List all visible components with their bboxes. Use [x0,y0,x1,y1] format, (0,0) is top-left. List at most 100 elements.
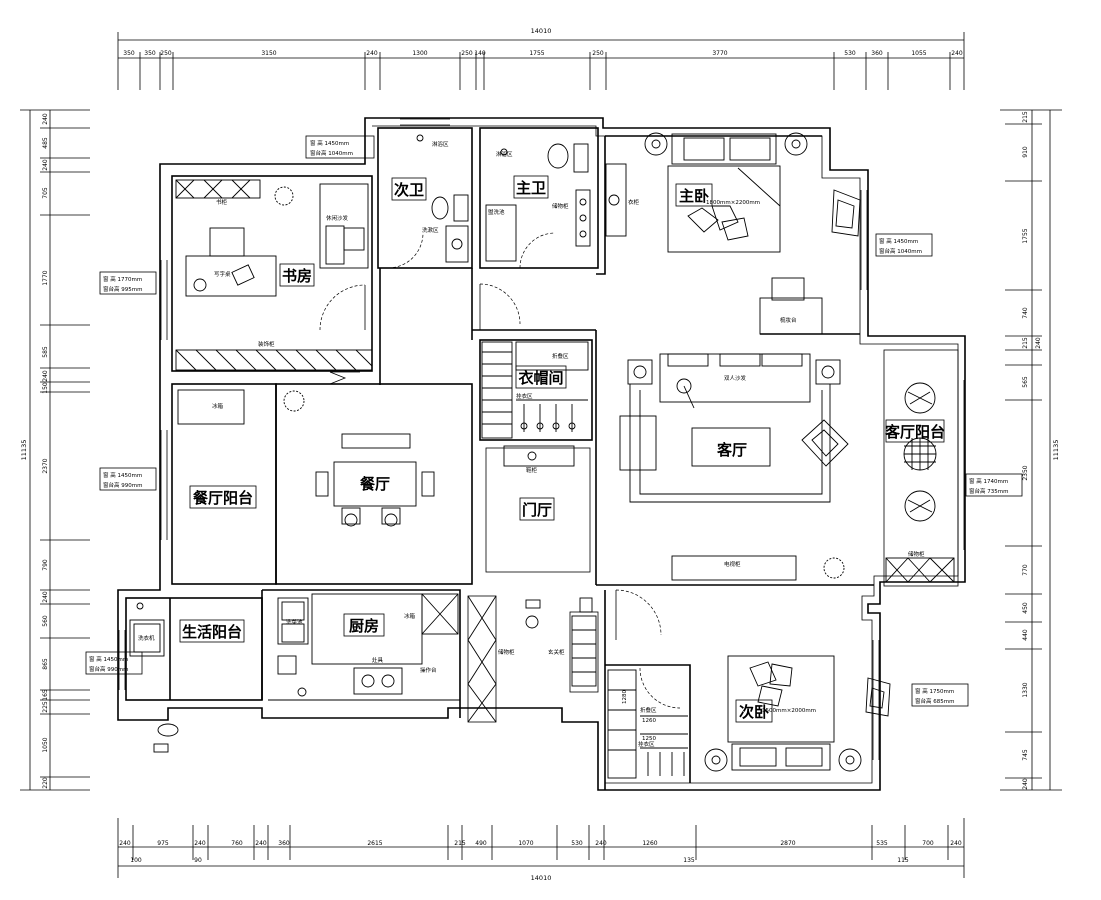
left-dim: 790 [42,559,49,571]
right-dim: 440 [1022,629,1029,641]
label-bath2-shower: 淋浴区 [432,140,449,148]
label-study-cabinet: 装饰柜 [258,340,275,348]
top-dim: 250 [160,50,172,57]
window-sill: 窗台高 990mm [103,481,142,489]
left-dim: 225 [42,701,49,713]
window-height: 窗 高 1770mm [103,275,142,283]
room-master-bath: 主卫 [516,179,546,197]
left-dim: 2370 [42,458,49,473]
second-bedroom-wall [605,664,691,783]
top-dim: 1755 [529,50,544,57]
right-dim: 770 [1022,564,1029,576]
bottom-dim: 2870 [780,840,795,847]
label-living-sofa: 双人沙发 [724,374,747,382]
bottom-dim: 215 [454,840,466,847]
window-note: 窗 高 1750mm 窗台高 685mm [911,683,969,707]
label-master-bed: 1800mm×2200mm [706,200,760,206]
room-kitchen: 厨房 [349,617,379,635]
right-dim: 2350 [1022,465,1029,480]
window-note: 窗 高 1450mm 窗台高 990mm [85,651,143,675]
left-dim: 585 [42,346,49,358]
right-total-dim: 11135 [1052,440,1060,461]
right-dim: 240 [1035,337,1042,349]
top-dim: 3770 [712,50,727,57]
top-dim: 240 [366,50,378,57]
window-sill: 窗台高 1040mm [310,149,353,157]
window-notes: 窗 高 1450mm 窗台高 1040mm 窗 高 1770mm 窗台高 995… [85,135,1023,707]
right-dim: 215 [1022,337,1029,349]
bottom-dim: 360 [278,840,290,847]
right-dim: 240 [1022,778,1029,790]
top-total-dim: 14010 [531,27,552,35]
top-dim: 250 [592,50,604,57]
label-study-sofa: 休闲沙发 [326,214,349,222]
top-dim: 360 [871,50,883,57]
left-dim: 240 [42,591,49,603]
bottom-dim: 700 [922,840,934,847]
room-cloakroom: 衣帽间 [518,369,563,387]
right-dim: 740 [1022,307,1029,319]
room-living-balcony: 客厅阳台 [884,423,945,441]
label-washer: 洗衣机 [138,634,155,642]
kitchen-wall [261,589,461,718]
furniture-labels: 书柜 休闲沙发 写字桌 装饰柜 淋浴区 洗漱区 淋浴区 盥洗池 储物柜 1800… [138,140,925,748]
dimension-lines [20,32,1062,878]
label-storage: 储物柜 [498,648,515,656]
label-cloak-hang: 挂衣区 [516,392,533,400]
room-study: 书房 [282,267,312,285]
room-living: 客厅 [716,441,747,459]
window-note: 窗 高 1770mm 窗台高 995mm [99,271,157,295]
label-kitchen-fridge: 冰箱 [404,612,416,620]
bottom-total-dim: 14010 [531,874,552,882]
left-dim: 865 [42,658,49,670]
top-dim: 1055 [911,50,926,57]
label-fridge: 冰箱 [212,402,224,410]
window-height: 窗 高 1450mm [103,471,142,479]
window-note: 窗 高 1450mm 窗台高 1040mm [875,233,933,257]
label-cloak-fold: 折叠区 [552,352,569,360]
label-study-shelf: 书柜 [216,198,228,206]
window-height: 窗 高 1450mm [310,139,349,147]
top-dim: 350 [144,50,156,57]
label-mbath-shower: 淋浴区 [496,150,513,158]
window-note: 窗 高 1450mm 窗台高 990mm [99,467,157,491]
bottom-dim: 975 [157,840,169,847]
top-dim: 250 [461,50,473,57]
room-labels: 书房 次卫 主卫 主卧 衣帽间 客厅 客厅阳台 餐厅 餐厅阳台 门厅 厨房 生活… [179,175,945,723]
label-kitchen-stove: 灶具 [372,656,384,664]
left-dim: 705 [42,187,49,199]
left-dim: 1050 [42,737,49,752]
label-master-dresser: 梳妆台 [780,316,797,324]
left-total-dim: 11135 [20,440,28,461]
label-study-desk: 写字桌 [214,270,231,278]
label-tv: 电视柜 [724,560,741,568]
bottom-dim: 240 [119,840,131,847]
master-bath-wall [479,127,599,269]
left-dim: 240 [42,159,49,171]
bottom-dim: 760 [231,840,243,847]
utility-wall [125,597,263,701]
left-dim: 165 [42,689,49,701]
dimension-text: 14010 350 350 250 3150 240 1300 250 140 … [20,27,1060,882]
bottom-dim: 490 [475,840,487,847]
left-dim: 150 [42,382,49,394]
window-note: 窗 高 1450mm 窗台高 1040mm [305,135,375,159]
label-mbath-basin: 盥洗池 [488,208,505,216]
label-second-bed: 1500mm×2000mm [762,708,816,714]
walls [117,117,966,791]
window-height: 窗 高 1750mm [915,687,954,695]
window-height: 窗 高 1740mm [969,477,1008,485]
exterior-wall [117,117,966,791]
bottom-sub-dim: 90 [194,857,202,864]
second-bath-wall [377,127,473,269]
window-sill: 窗台高 990mm [89,665,128,673]
room-second-bedroom: 次卧 [739,703,769,721]
bottom-dim: 240 [255,840,267,847]
study-wall [171,175,373,372]
bottom-dim: 1260 [642,840,657,847]
bottom-sub-dim: 115 [897,857,909,864]
room-utility-balcony: 生活阳台 [182,623,242,641]
label-master-wardrobe: 衣柜 [628,198,640,206]
dining-balcony-wall [171,383,277,585]
